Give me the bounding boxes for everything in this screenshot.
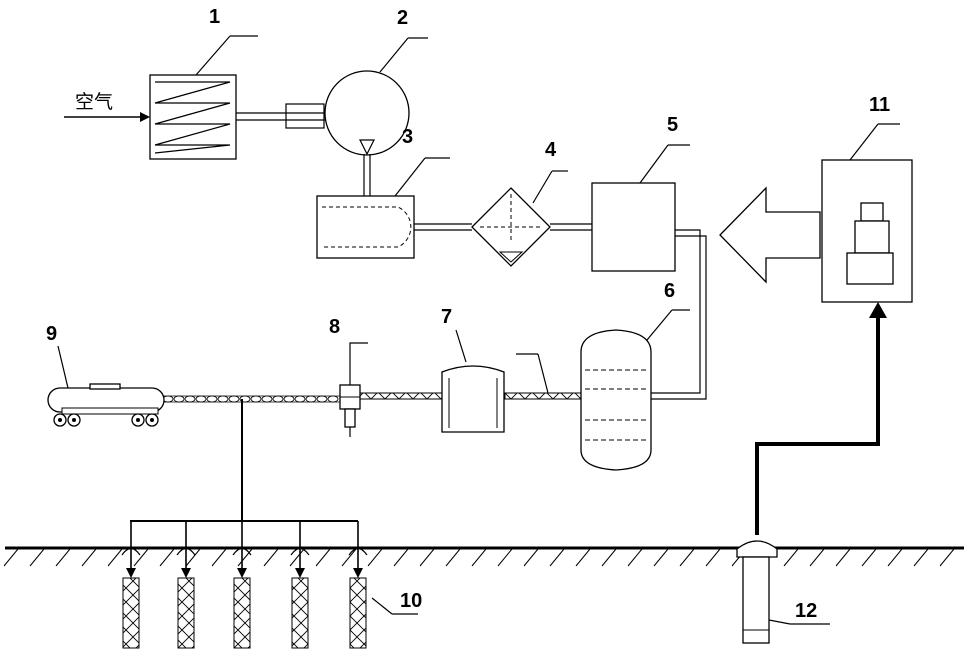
ground [4,548,964,566]
label-12: 12 [795,600,817,622]
component-10-injection-wells: 10 [123,578,422,648]
pipe-1-2 [236,104,325,128]
label-9: 9 [46,323,57,345]
component-2-blower: 2 [325,7,428,196]
component-5-controller: 5 [592,114,690,271]
pipe-3-4 [414,224,472,230]
pipe-8-9 [163,396,340,402]
label-8: 8 [329,316,340,338]
signal-line-12-to-11 [757,302,887,535]
label-5: 5 [667,114,678,136]
pipe-7-8 [360,393,442,399]
label-10: 10 [400,590,422,612]
label-4: 4 [545,139,557,161]
component-4-filter: 4 [472,139,568,266]
label-3: 3 [402,126,413,148]
component-8-valve: 8 [329,316,368,437]
label-7: 7 [441,306,452,328]
signal-arrow-11-to-5 [720,188,820,282]
label-6: 6 [664,280,675,302]
air-label: 空气 [75,91,113,113]
component-6-storage-tank: 6 [581,280,690,470]
pipe-4-5 [550,224,592,230]
component-9-tanker: 9 [46,323,164,426]
pipe-6-7 [505,354,581,399]
component-11-monitor: 11 [822,94,912,302]
label-11: 11 [869,94,890,116]
component-1-air-heater: 空气 1 [64,6,258,159]
component-7-vessel: 7 [441,306,504,432]
label-1: 1 [209,6,220,28]
label-2: 2 [397,7,408,29]
component-12-monitoring-well: 12 [737,541,830,643]
distribution-manifold [122,399,367,578]
